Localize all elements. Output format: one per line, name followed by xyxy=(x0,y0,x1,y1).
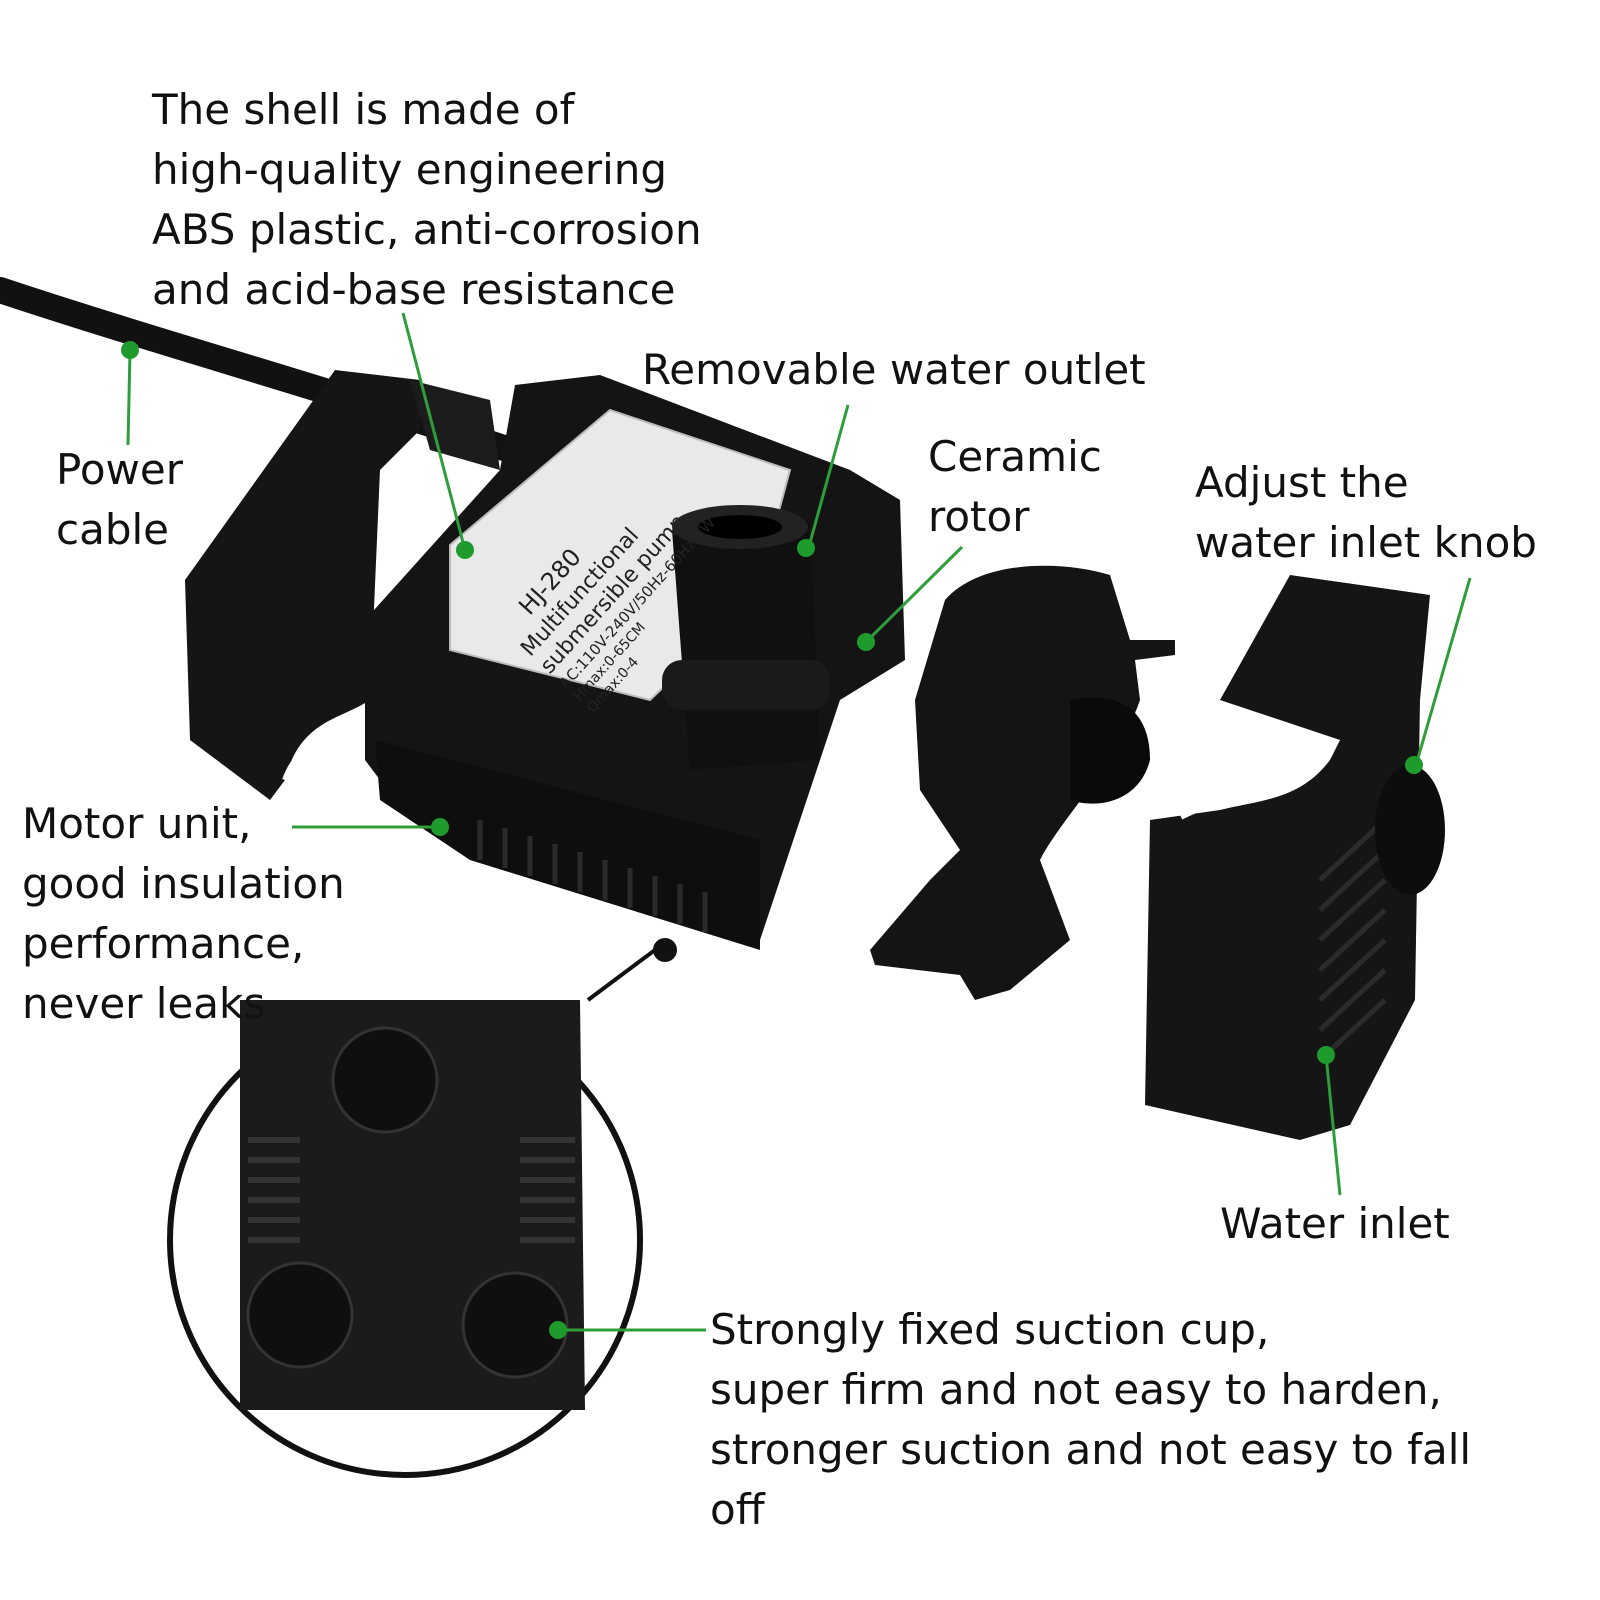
callout-inlet-knob: Adjust the water inlet knob xyxy=(1195,453,1537,573)
callout-motor-unit: Motor unit, good insulation performance,… xyxy=(22,794,345,1034)
callout-motor-unit-line: performance, xyxy=(22,919,305,968)
callout-shell-line: ABS plastic, anti-corrosion xyxy=(152,205,702,254)
callout-inlet-knob-line: water inlet knob xyxy=(1195,518,1537,567)
callout-water-outlet-line: Removable water outlet xyxy=(642,345,1146,394)
motor-unit xyxy=(365,375,905,950)
callout-power-cable-line: Power xyxy=(56,445,183,494)
callout-shell-line: high-quality engineering xyxy=(152,145,668,194)
callout-ceramic-rotor-line: rotor xyxy=(928,492,1030,541)
callout-suction-cup: Strongly fixed suction cup, super firm a… xyxy=(710,1300,1471,1540)
callout-motor-unit-line: never leaks xyxy=(22,979,266,1028)
callout-water-inlet-line: Water inlet xyxy=(1220,1199,1450,1248)
leader-inlet-knob xyxy=(1414,577,1472,766)
water-inlet-cover xyxy=(1145,575,1445,1140)
water-outlet-nozzle xyxy=(662,505,830,770)
leader-water-inlet xyxy=(1324,1054,1342,1196)
dot-water-outlet xyxy=(797,539,815,557)
leader-power-cable xyxy=(126,349,132,446)
dot-water-inlet xyxy=(1317,1046,1335,1064)
leader-water-outlet xyxy=(806,404,850,551)
leader-ceramic-rotor xyxy=(866,545,964,642)
callout-inlet-knob-line: Adjust the xyxy=(1195,458,1409,507)
callout-power-cable: Power cable xyxy=(56,440,183,560)
callout-shell: The shell is made of high-quality engine… xyxy=(152,80,702,320)
callout-shell-line: and acid-base resistance xyxy=(152,265,676,314)
callout-suction-cup-line: off xyxy=(710,1485,765,1534)
callout-ceramic-rotor: Ceramic rotor xyxy=(928,427,1102,547)
callout-ceramic-rotor-line: Ceramic xyxy=(928,432,1102,481)
dot-shell xyxy=(456,541,474,559)
mounting-bracket xyxy=(185,370,500,800)
leader-lines xyxy=(126,312,1472,1332)
callout-motor-unit-line: Motor unit, xyxy=(22,799,252,848)
magnified-bottom-view xyxy=(167,938,677,1478)
suction-cup-right xyxy=(461,1271,569,1379)
callout-water-inlet: Water inlet xyxy=(1220,1194,1450,1254)
dot-motor-unit xyxy=(431,818,449,836)
suction-cup-top xyxy=(331,1026,439,1134)
callout-motor-unit-line: good insulation xyxy=(22,859,345,908)
suction-cup-left xyxy=(246,1261,354,1369)
dot-inlet-knob xyxy=(1405,756,1423,774)
ceramic-rotor-housing xyxy=(870,565,1175,1000)
dot-power-cable xyxy=(121,341,139,359)
callout-power-cable-line: cable xyxy=(56,505,169,554)
dot-suction-cup xyxy=(549,1321,567,1339)
callout-suction-cup-line: Strongly fixed suction cup, xyxy=(710,1305,1270,1354)
dot-ceramic-rotor xyxy=(857,633,875,651)
callout-suction-cup-line: stronger suction and not easy to fall xyxy=(710,1425,1472,1474)
callout-shell-line: The shell is made of xyxy=(152,85,575,134)
callout-water-outlet: Removable water outlet xyxy=(642,340,1146,400)
leader-shell xyxy=(401,312,467,551)
callout-suction-cup-line: super firm and not easy to harden, xyxy=(710,1365,1442,1414)
leader-dots xyxy=(121,341,1423,1339)
